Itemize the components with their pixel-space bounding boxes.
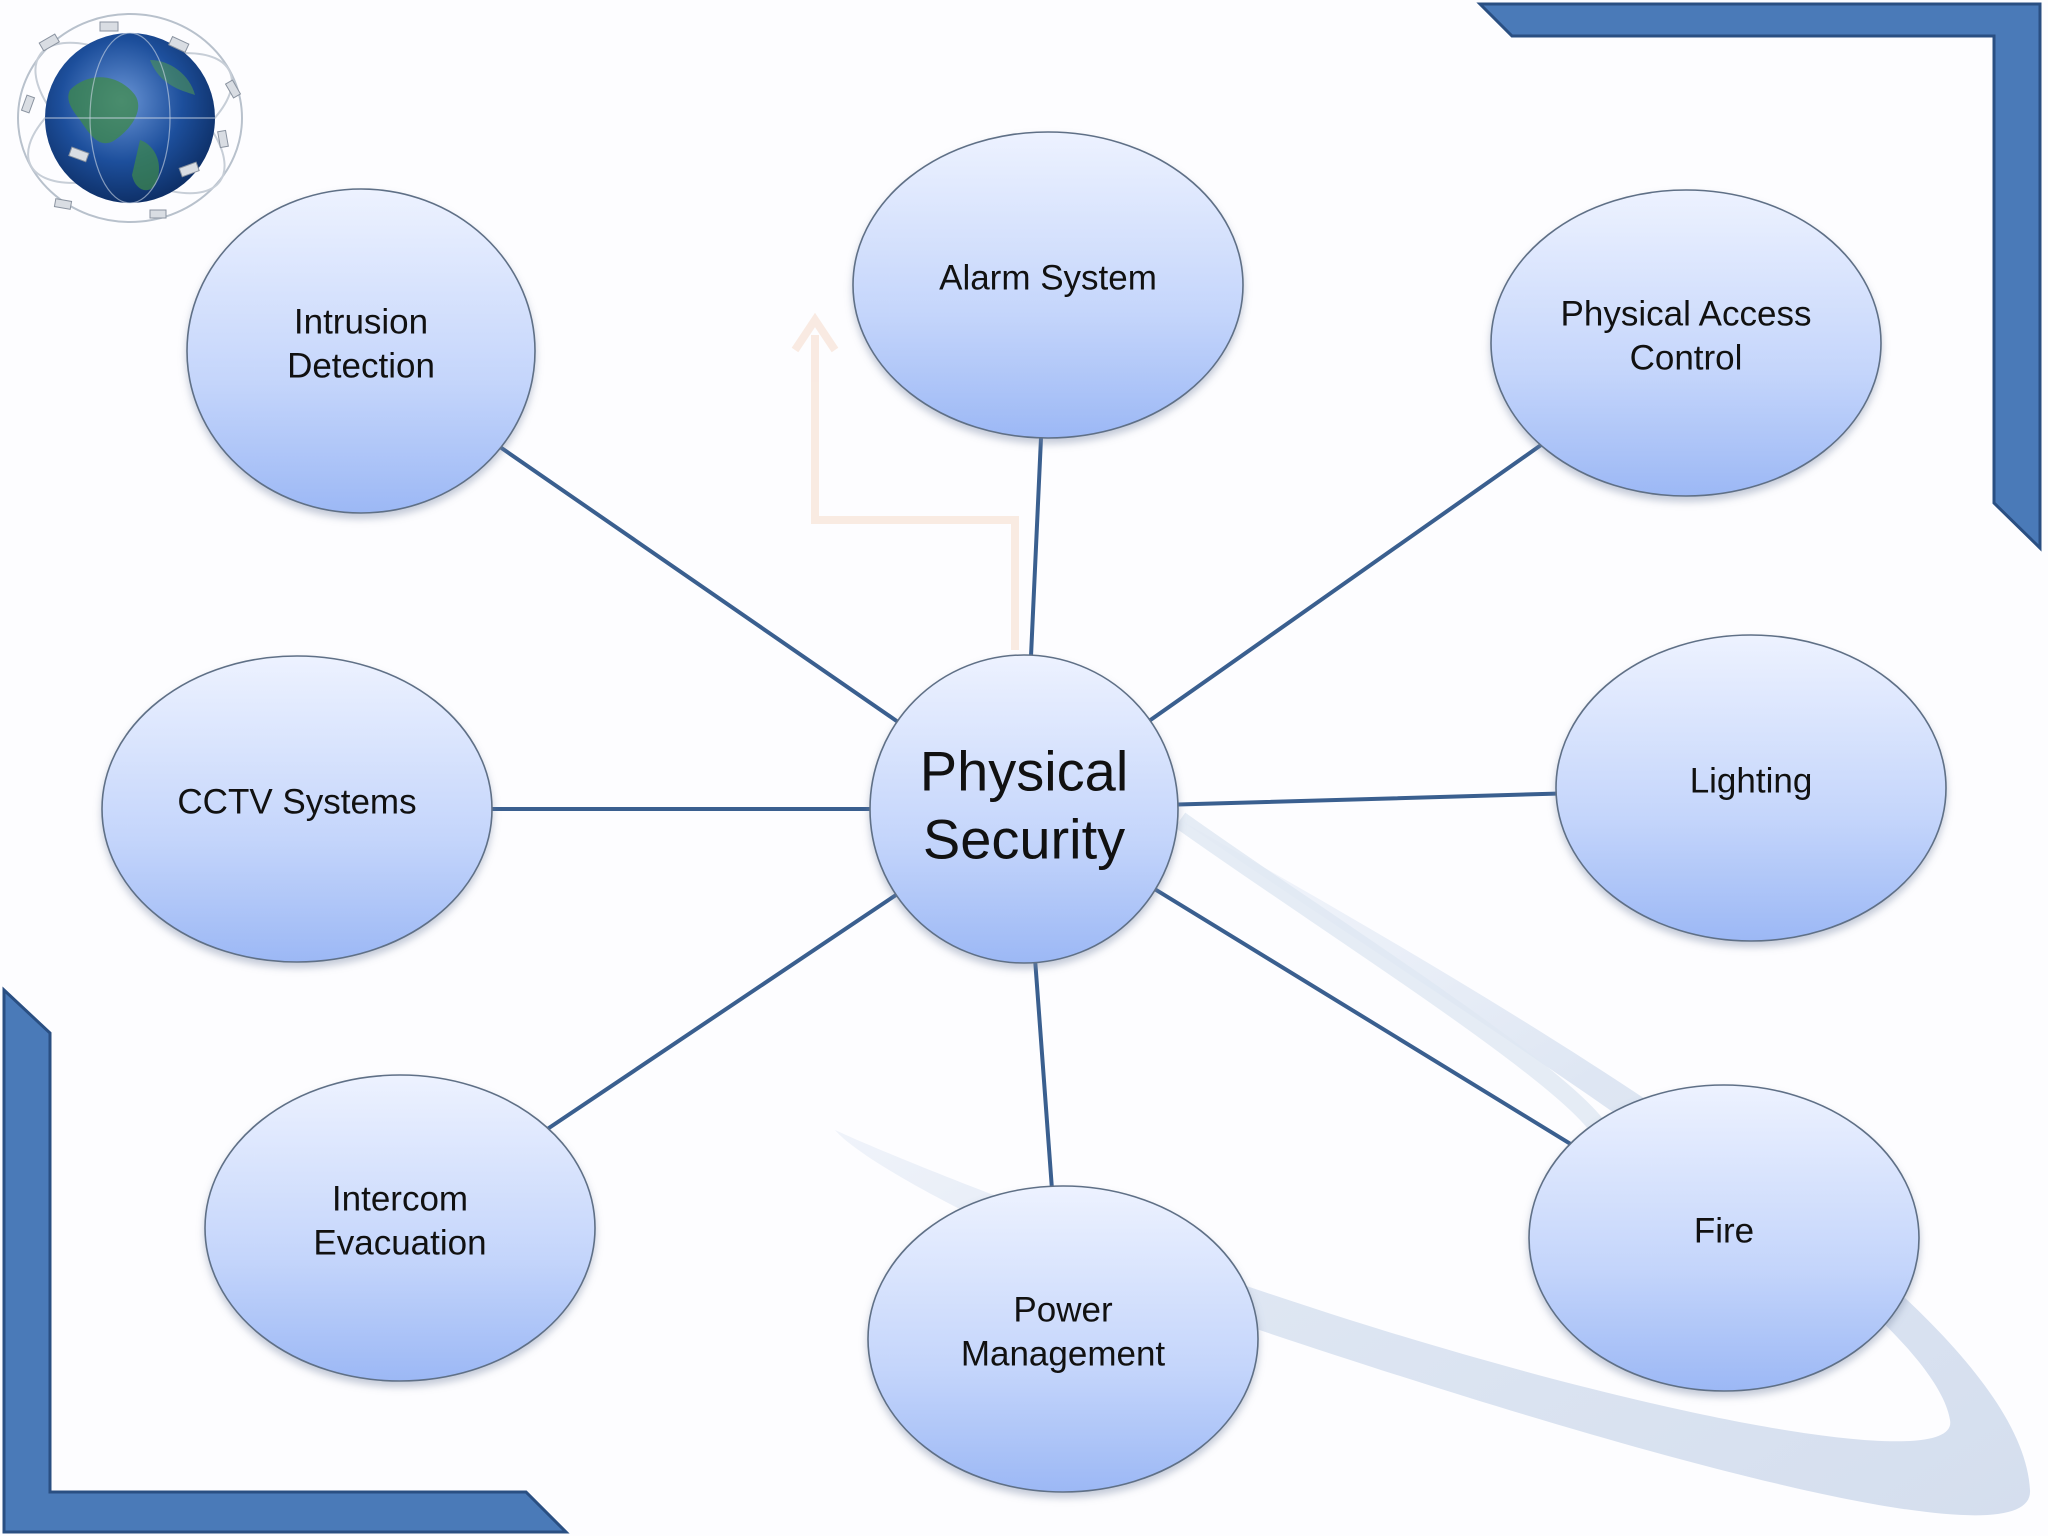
connector-lighting bbox=[1175, 791, 1559, 807]
node-fire: Fire bbox=[1528, 1084, 1920, 1392]
node-label: CCTV Systems bbox=[177, 782, 416, 821]
connector-intercom-evacuation bbox=[546, 892, 899, 1131]
node-ellipse bbox=[186, 188, 536, 514]
node-label: Intercom bbox=[332, 1179, 468, 1218]
background-swoosh bbox=[835, 812, 2031, 1516]
node-ellipse bbox=[1490, 189, 1882, 497]
connector-fire bbox=[1153, 887, 1573, 1146]
node-ellipse bbox=[101, 655, 493, 963]
node-ellipse bbox=[1555, 634, 1947, 942]
node-label: Control bbox=[1630, 338, 1743, 377]
connector-lines bbox=[490, 435, 1573, 1189]
node-ellipse bbox=[1528, 1084, 1920, 1392]
connector-intrusion-detection bbox=[498, 445, 900, 724]
connector-physical-access-control bbox=[1147, 443, 1543, 723]
node-ellipse bbox=[204, 1074, 596, 1382]
node-label: Intrusion bbox=[294, 302, 428, 341]
node-label: Detection bbox=[287, 346, 435, 385]
node-label: Management bbox=[961, 1334, 1166, 1373]
node-label: Fire bbox=[1694, 1211, 1754, 1250]
node-lighting: Lighting bbox=[1555, 634, 1947, 942]
node-label: Physical bbox=[920, 740, 1129, 803]
globe-satellites-icon bbox=[17, 13, 243, 223]
connector-alarm-system bbox=[1029, 435, 1043, 658]
node-cctv-systems: CCTV Systems bbox=[101, 655, 493, 963]
node-label: Physical Access bbox=[1561, 294, 1812, 333]
frame-corner-bottom-left bbox=[2, 986, 570, 1534]
node-label: Alarm System bbox=[939, 258, 1157, 297]
node-ellipse bbox=[867, 1185, 1259, 1493]
node-label: Lighting bbox=[1690, 761, 1813, 800]
node-label: Evacuation bbox=[313, 1223, 486, 1262]
connector-power-management bbox=[1033, 960, 1054, 1189]
node-ellipse bbox=[852, 131, 1244, 439]
frame-corner-top-right bbox=[1476, 2, 2042, 552]
node-label: Security bbox=[923, 808, 1125, 871]
ghost-arrow bbox=[791, 312, 1019, 650]
node-label: Power bbox=[1013, 1290, 1113, 1329]
node-alarm-system: Alarm System bbox=[852, 131, 1244, 439]
node-ellipse bbox=[869, 654, 1179, 964]
